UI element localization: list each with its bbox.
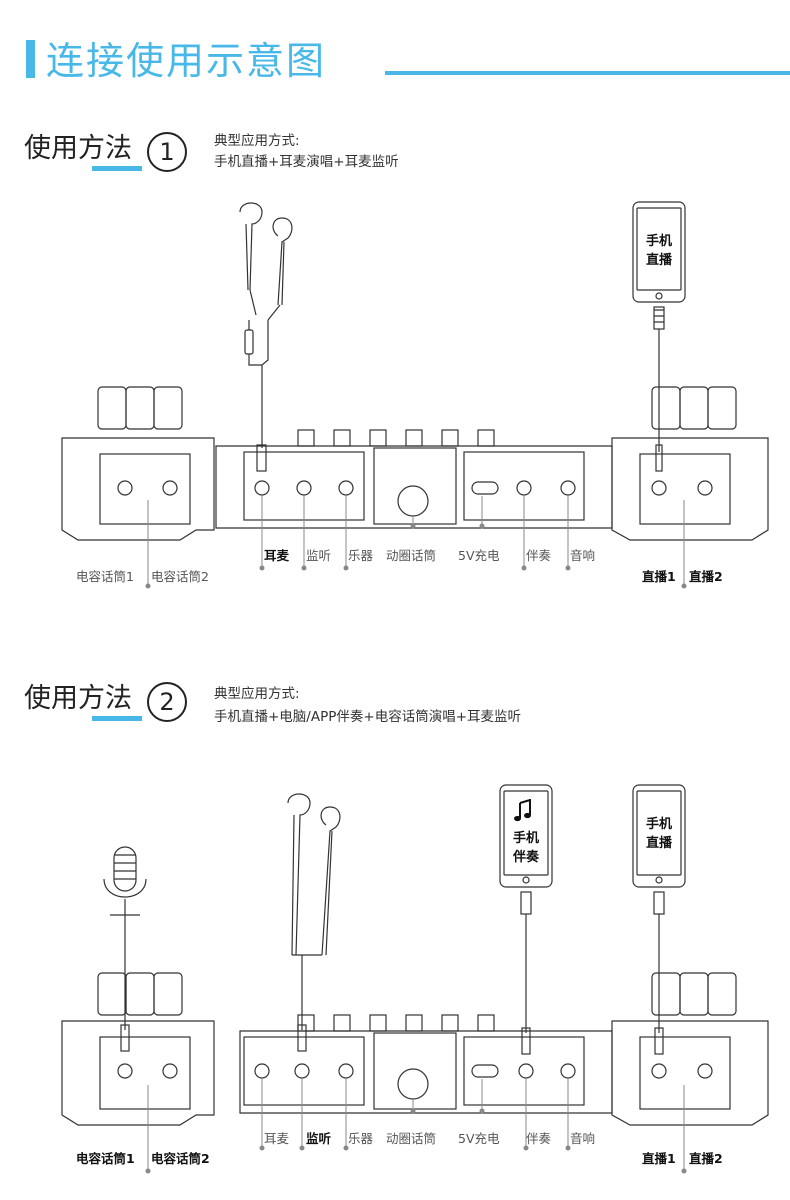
label-live-2: 直播2	[689, 569, 723, 584]
section-1-diagram	[61, 201, 769, 589]
label-instrument: 乐器	[348, 1131, 374, 1146]
phone-live-icon	[632, 201, 686, 472]
section-2-number: 2	[147, 682, 187, 722]
phone-label-line2: 伴奏	[512, 850, 539, 865]
label-monitor: 监听	[306, 548, 332, 563]
section-2-desc-line2: 手机直播+电脑/APP伴奏+电容话筒演唱+耳麦监听	[214, 709, 521, 725]
label-speaker: 音响	[570, 1131, 596, 1146]
label-headset: 耳麦	[264, 1131, 290, 1146]
phone-label-line1: 手机	[645, 817, 672, 832]
phone-label-line1: 手机	[645, 234, 672, 249]
condenser-mic-icon	[103, 846, 147, 1052]
section-1-desc-line1: 典型应用方式:	[214, 133, 300, 149]
phone-live-icon	[632, 784, 686, 1055]
label-live-1: 直播1	[642, 569, 676, 584]
phone-label-line1: 手机	[512, 831, 539, 846]
label-headset: 耳麦	[264, 548, 290, 563]
right-mixer-module	[611, 972, 769, 1126]
label-accompaniment: 伴奏	[526, 1131, 552, 1146]
section-1-title: 使用方法	[24, 133, 132, 164]
music-note-icon	[514, 799, 531, 822]
label-live-2: 直播2	[689, 1151, 723, 1166]
label-accompaniment: 伴奏	[526, 548, 552, 563]
earphones-icon	[287, 793, 341, 1052]
label-dynamic-mic: 动圈话筒	[386, 548, 437, 563]
section-2-desc-line1: 典型应用方式:	[214, 686, 300, 702]
label-condenser-mic-1: 电容话筒1	[76, 569, 134, 584]
header-divider-line	[385, 71, 790, 75]
label-dynamic-mic: 动圈话筒	[386, 1131, 437, 1146]
label-monitor: 监听	[306, 1131, 332, 1146]
phone-accompaniment-icon	[499, 784, 553, 1055]
section-1-number: 1	[147, 132, 187, 172]
label-condenser-mic-2: 电容话筒2	[151, 1151, 210, 1166]
label-speaker: 音响	[570, 548, 596, 563]
label-condenser-mic-1: 电容话筒1	[76, 1151, 135, 1166]
center-console	[239, 1014, 613, 1114]
label-charging-5v: 5V充电	[458, 1131, 500, 1146]
label-charging-5v: 5V充电	[458, 548, 500, 563]
section-1-desc-line2: 手机直播+耳麦演唱+耳麦监听	[214, 154, 399, 170]
phone-label-line2: 直播	[645, 836, 672, 851]
section-2-title: 使用方法	[24, 683, 132, 714]
phone-label-line2: 直播	[645, 253, 672, 268]
label-live-1: 直播1	[642, 1151, 676, 1166]
page-title: 连接使用示意图	[46, 39, 327, 83]
phone-accompaniment-label: 手机 伴奏	[504, 829, 548, 867]
section-2-diagram	[61, 784, 769, 1174]
section-2-title-underline	[92, 716, 142, 721]
earphones-icon	[239, 202, 293, 448]
phone-live-label: 手机 直播	[637, 815, 681, 853]
header-accent-bar	[26, 40, 35, 78]
label-condenser-mic-2: 电容话筒2	[151, 569, 209, 584]
right-mixer-module	[611, 386, 769, 541]
label-instrument: 乐器	[348, 548, 374, 563]
section-1-title-underline	[92, 166, 142, 171]
phone-live-label: 手机 直播	[637, 232, 681, 270]
left-mixer-module	[61, 972, 215, 1126]
center-console	[215, 429, 613, 529]
left-mixer-module	[61, 386, 215, 541]
